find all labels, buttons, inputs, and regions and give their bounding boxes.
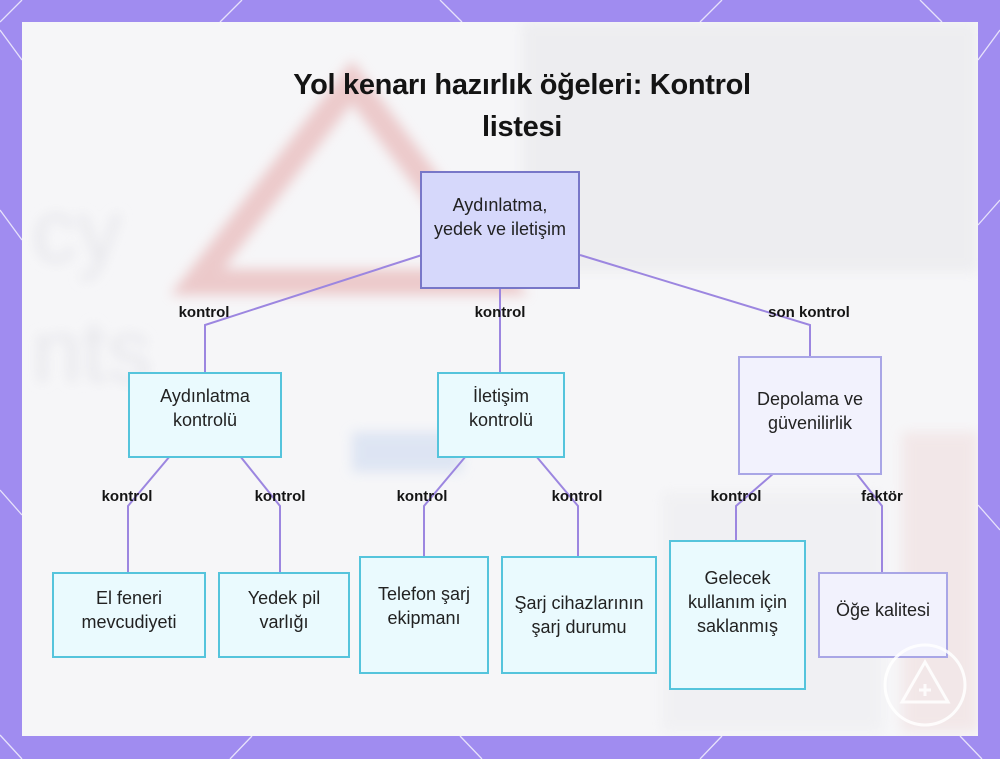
edge-comm-phone — [423, 455, 467, 556]
diagram-panel: cy nts Yol kenarı hazırlık öğeleri: Kont… — [22, 22, 978, 736]
node-root: Aydınlatma, yedek ve iletişim — [420, 171, 580, 289]
edge-root-lighting — [204, 254, 423, 372]
edge-label-root-lighting: kontrol — [178, 304, 230, 321]
node-future-use: Gelecek kullanım için saklanmış — [669, 540, 806, 690]
edge-lighting-flashlight — [127, 455, 171, 572]
edge-label-storage-quality: faktör — [861, 488, 903, 505]
node-charger-status: Şarj cihazlarının şarj durumu — [501, 556, 657, 674]
edge-label-comm-phone: kontrol — [396, 488, 448, 505]
node-phone-charging: Telefon şarj ekipmanı — [359, 556, 489, 674]
edge-storage-quality — [855, 472, 883, 572]
svg-text:cy: cy — [32, 182, 122, 282]
edge-root-storage — [579, 254, 811, 356]
edge-lighting-battery — [239, 455, 281, 572]
connectors — [127, 254, 883, 572]
node-spare-battery: Yedek pil varlığı — [218, 572, 350, 658]
edge-comm-charger — [535, 455, 579, 556]
edge-storage-future — [735, 472, 775, 540]
node-storage: Depolama ve güvenilirlik — [738, 356, 882, 475]
edge-label-lighting-battery: kontrol — [254, 488, 306, 505]
node-comm-check: İletişim kontrolü — [437, 372, 565, 458]
node-lighting-check: Aydınlatma kontrolü — [128, 372, 282, 458]
diagram-title: Yol kenarı hazırlık öğeleri: Kontrol lis… — [293, 69, 751, 143]
node-flashlight: El feneri mevcudiyeti — [52, 572, 206, 658]
edge-label-lighting-flashlight: kontrol — [101, 488, 153, 505]
edge-label-root-storage: son kontrol — [768, 304, 850, 321]
safety-logo-icon — [883, 643, 967, 727]
edge-label-storage-future: kontrol — [710, 488, 762, 505]
edge-label-root-comm: kontrol — [474, 304, 526, 321]
edge-label-comm-charger: kontrol — [551, 488, 603, 505]
